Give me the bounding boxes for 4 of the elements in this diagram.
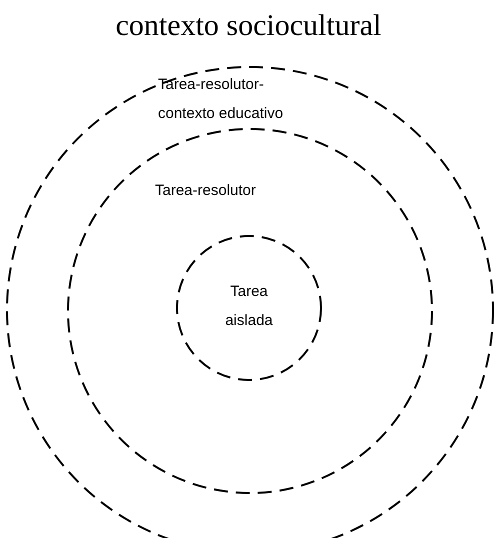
diagram-title: contexto sociocultural <box>114 8 382 44</box>
ring-label: Tarea-resolutor- contexto educativo <box>158 75 284 124</box>
ring-label: Tarea-resolutor <box>155 181 257 201</box>
ring-label: Tarea aislada <box>224 282 274 331</box>
